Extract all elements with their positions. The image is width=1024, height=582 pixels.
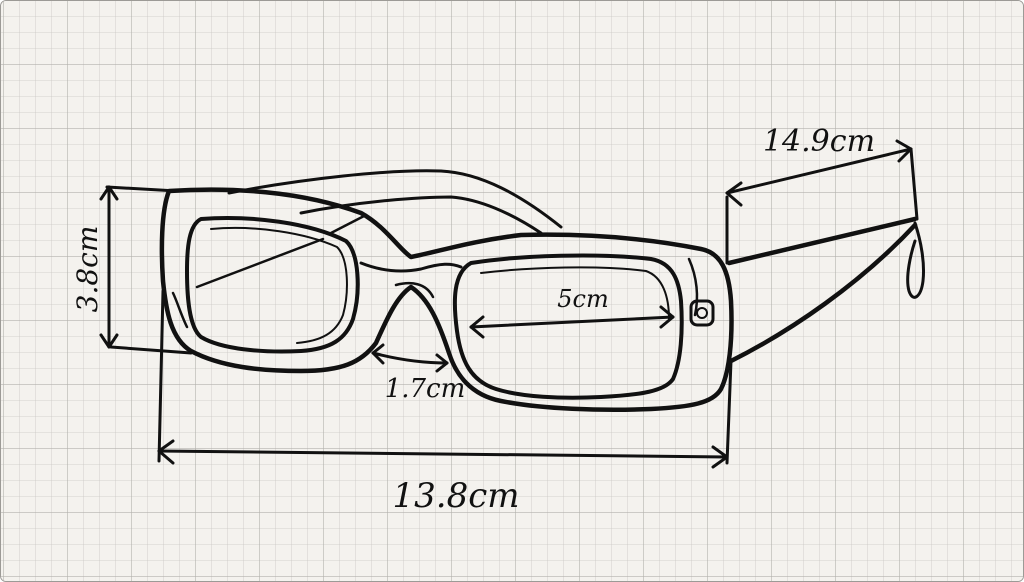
right-lens-inner-rim [480, 266, 670, 320]
dimension-lines [99, 139, 919, 469]
bridge-width-dimension [371, 343, 449, 373]
lens-width-label: 5cm [557, 285, 608, 313]
lens-width-dimension [469, 305, 675, 339]
frame-left-edge [171, 291, 189, 329]
frame-outline [159, 187, 734, 412]
hinge [687, 257, 715, 327]
left-lens [185, 215, 360, 354]
back-temple-arm [195, 169, 563, 289]
glasses-illustration [159, 169, 925, 412]
temple-length-dimension [725, 139, 919, 265]
bridge [359, 261, 463, 273]
total-width-label: 13.8cm [393, 476, 520, 516]
nose-pad [394, 281, 435, 299]
total-width-dimension [157, 289, 733, 469]
left-lens-inner-rim [210, 226, 348, 344]
lens-height-label: 3.8cm [71, 226, 104, 313]
bridge-width-label: 1.7cm [385, 374, 466, 404]
front-temple-arm [726, 216, 925, 364]
right-lens [452, 253, 684, 400]
lens-height-dimension [99, 185, 193, 355]
temple-length-label: 14.9cm [763, 124, 875, 159]
